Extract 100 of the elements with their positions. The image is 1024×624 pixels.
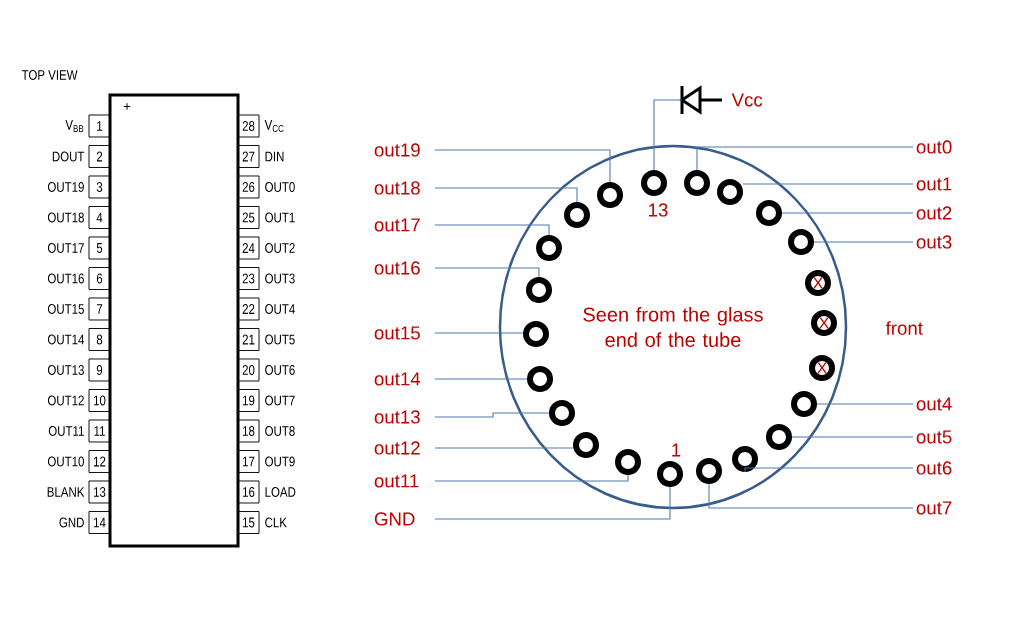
pin-circle (788, 229, 814, 255)
pin-circle (657, 461, 683, 487)
pin-label: out1 (916, 177, 952, 191)
pin-name: OUT6 (265, 365, 295, 375)
leader-line (434, 474, 629, 482)
pin-box: 15 (237, 511, 260, 534)
pin-label: GND (374, 512, 415, 526)
pin-circle (684, 170, 710, 196)
pin-box: 24 (237, 236, 260, 260)
view-heading: TOP VIEW (21, 70, 78, 80)
side-label: front (885, 321, 923, 335)
chip-body (108, 93, 240, 548)
leader-line (696, 146, 914, 171)
pin-number: 1 (672, 443, 681, 457)
leader-line (781, 212, 914, 214)
pin-name: V$_{CC}$ (264, 120, 284, 132)
pin-box: 8 (88, 328, 111, 351)
pin-box: 17 (237, 450, 260, 473)
pin-circle (717, 179, 743, 205)
pin-label: out2 (916, 206, 952, 220)
leader-line (434, 187, 578, 203)
pin-circle (527, 366, 553, 392)
pin-box: 4 (88, 206, 111, 229)
pin-name: DOUT (52, 151, 85, 162)
pin-box: 19 (237, 389, 260, 412)
pin-name: DIN (265, 151, 284, 162)
pin-box: 20 (237, 358, 260, 382)
pin-circle (523, 321, 549, 347)
leader-line (791, 436, 914, 438)
pin-name: OUT3 (265, 273, 295, 284)
pin-name: OUT19 (47, 182, 84, 192)
pin-circle (791, 391, 817, 417)
pin-name: OUT11 (48, 426, 84, 436)
pin-name: OUT12 (47, 395, 84, 406)
pin-box: 1 (88, 114, 111, 138)
leader-line (744, 467, 914, 473)
pin-box: 5 (88, 236, 111, 260)
pin-label: out18 (374, 181, 420, 195)
pin-box: 3 (88, 175, 111, 199)
pin-label: out15 (374, 326, 420, 340)
pin-name: CLK (265, 517, 287, 528)
leader-line (816, 403, 914, 405)
pin-name: BLANK (47, 487, 85, 497)
pin-circle (564, 202, 590, 228)
pin-circle (549, 400, 575, 426)
leader-line (708, 483, 914, 509)
pin-circle (526, 277, 552, 303)
pin-box: 27 (237, 145, 260, 168)
pin-name: OUT2 (265, 243, 295, 253)
pin-box: 9 (88, 358, 111, 382)
pin-circle (615, 449, 641, 475)
pin-circle (641, 170, 667, 196)
leader-line (434, 486, 671, 520)
pin-circle (597, 182, 623, 208)
pin-label: out17 (374, 218, 420, 232)
pin-name: OUT10 (47, 456, 84, 467)
pin-box: 7 (88, 297, 111, 321)
pin-name: GND (59, 517, 84, 528)
crossed-pin: X (809, 355, 835, 381)
leader-line (653, 99, 683, 171)
pin-box: 16 (237, 480, 260, 504)
pin-name: OUT13 (47, 365, 84, 375)
pin-label: out6 (916, 461, 952, 475)
pin-box: 23 (237, 267, 260, 290)
pin-number: 13 (649, 203, 668, 217)
pin-name: OUT18 (47, 212, 84, 223)
pin-name: OUT0 (265, 182, 295, 192)
pin-name: OUT5 (265, 334, 295, 345)
pin-name: OUT15 (47, 304, 84, 314)
pin-label: out3 (916, 235, 952, 249)
leader-line (434, 412, 550, 418)
leader-line (742, 183, 914, 185)
pin-box: 25 (237, 206, 260, 229)
leader-line (434, 378, 528, 380)
crossed-pin: X (805, 270, 831, 296)
pin-label: out0 (916, 140, 952, 154)
leader-line (434, 332, 524, 334)
pin-box: 13 (88, 480, 111, 504)
leader-line (434, 224, 550, 236)
pin-name: LOAD (265, 487, 296, 497)
pin-name: OUT8 (265, 426, 295, 436)
pin-name: OUT17 (47, 243, 84, 253)
pin-box: 11 (88, 419, 111, 443)
leader-line (434, 447, 574, 449)
pin-box: 6 (88, 267, 111, 290)
pin-label: out5 (916, 430, 952, 444)
pin-circle (696, 458, 722, 484)
pin-name: OUT14 (47, 334, 85, 345)
pin-label: out14 (374, 372, 421, 386)
pin-circle (756, 200, 782, 226)
pin-box: 2 (88, 145, 111, 168)
pin-name: OUT9 (265, 456, 295, 467)
pin-circle (573, 432, 599, 458)
pin-circle (766, 424, 792, 450)
pin-name: OUT1 (265, 212, 295, 223)
pin-label: out12 (374, 441, 420, 455)
pin-circle (732, 446, 758, 472)
pin-one-mark: + (123, 103, 131, 110)
pin-label: out13 (374, 410, 420, 424)
pin-name: OUT7 (265, 395, 295, 406)
